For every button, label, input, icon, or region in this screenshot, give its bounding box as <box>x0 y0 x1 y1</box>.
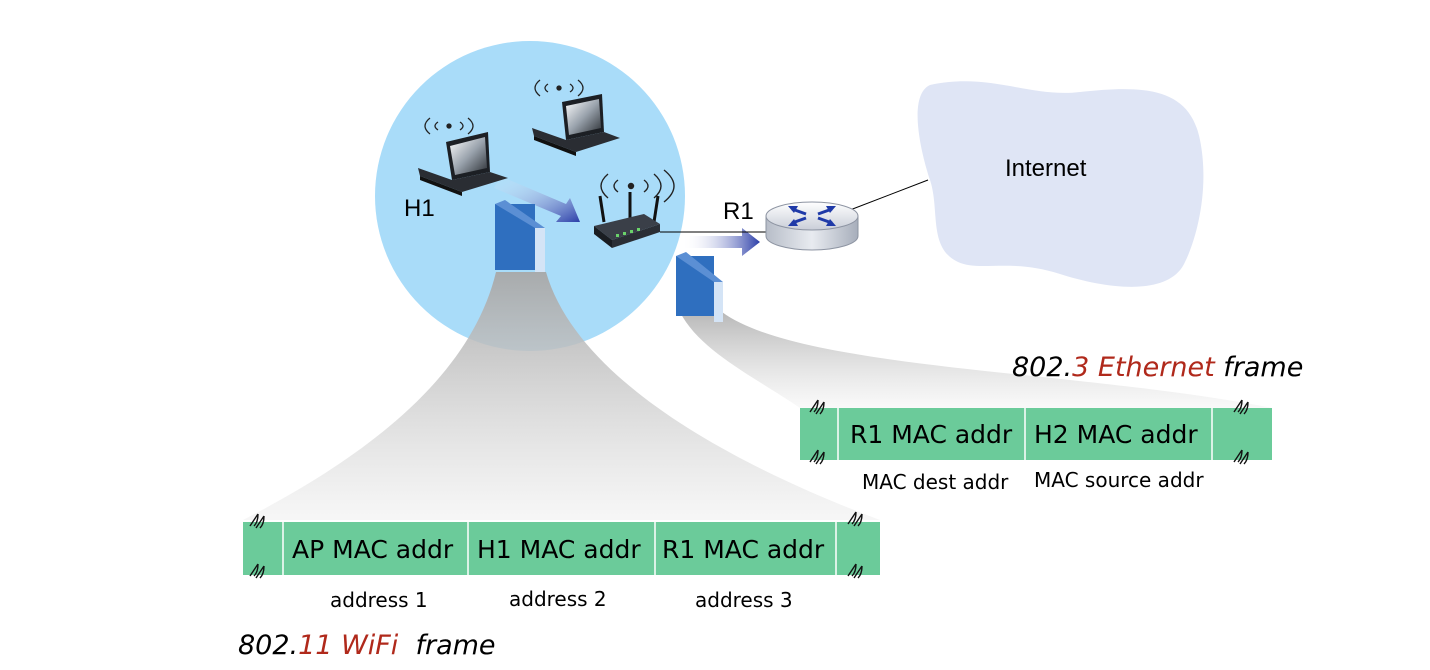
ethernet-frame-title: 802.3 Ethernet frame <box>1012 352 1303 383</box>
router-internet-link <box>849 179 929 211</box>
squiggle-icon <box>1233 399 1249 415</box>
ap-to-router-arrow <box>682 228 760 256</box>
wifi-title-suffix: frame <box>398 630 496 661</box>
h1-label: H1 <box>404 195 435 222</box>
squiggle-icon <box>847 563 863 579</box>
internet-label: Internet <box>1005 155 1087 182</box>
wifi-waves-icon <box>424 117 474 135</box>
r1-label: R1 <box>723 198 754 225</box>
wifi-caption-address-1: address 1 <box>330 588 428 612</box>
wifi-caption-address-2: address 2 <box>509 587 607 611</box>
h1-to-ap-arrow <box>494 176 580 222</box>
wifi-field-address-2: H1 MAC addr <box>477 535 641 564</box>
ethernet-frame-beam <box>680 312 1272 408</box>
wifi-title-number: 11 <box>298 630 333 661</box>
wifi-title-prefix: 802. <box>238 630 299 661</box>
squiggle-icon <box>249 513 265 529</box>
wifi-field-address-3: R1 MAC addr <box>662 535 825 564</box>
wifi-packet <box>495 200 545 272</box>
ethernet-frame <box>800 408 1272 460</box>
squiggle-icon <box>249 563 265 579</box>
laptop-top <box>532 79 620 156</box>
wifi-frame-title: 802.11 WiFi frame <box>238 630 496 661</box>
squiggle-icon <box>847 511 863 527</box>
wifi-title-tech: WiFi <box>332 630 399 661</box>
wifi-frame-beam <box>243 272 880 520</box>
ethernet-field-source: H2 MAC addr <box>1034 420 1198 449</box>
ethernet-field-dest: R1 MAC addr <box>850 420 1013 449</box>
access-point <box>594 169 675 248</box>
wifi-caption-address-3: address 3 <box>695 588 793 612</box>
ethernet-packet <box>676 252 723 322</box>
squiggle-icon <box>809 449 825 465</box>
router-r1 <box>765 201 859 251</box>
wifi-waves-icon <box>534 79 584 97</box>
ethernet-title-suffix: frame <box>1214 352 1304 383</box>
ethernet-title-prefix: 802. <box>1012 352 1073 383</box>
wifi-field-address-1: AP MAC addr <box>292 535 454 564</box>
internet-cloud <box>917 81 1204 287</box>
squiggle-icon <box>809 399 825 415</box>
frame-break-marks <box>249 399 1249 579</box>
laptop-h1 <box>418 117 508 196</box>
router-arrows-icon <box>788 206 836 226</box>
wifi-waves-icon <box>600 169 675 203</box>
ethernet-title-tech: Ethernet <box>1089 352 1215 383</box>
ethernet-title-number: 3 <box>1072 352 1090 383</box>
squiggle-icon <box>1233 449 1249 465</box>
ethernet-caption-dest: MAC dest addr <box>862 470 1009 494</box>
ethernet-caption-source: MAC source addr <box>1034 468 1204 492</box>
wifi-frame <box>243 522 880 575</box>
